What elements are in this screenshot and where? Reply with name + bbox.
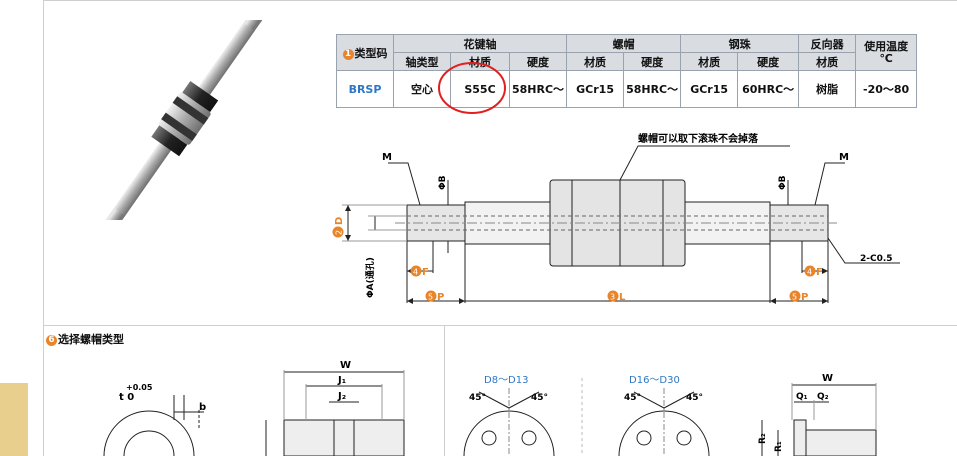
label-q1: Q₁ <box>796 392 808 402</box>
header-temp: 使用温度℃ <box>855 34 918 71</box>
label-q2: Q₂ <box>817 392 829 402</box>
label-m-left: M <box>382 152 392 163</box>
range-right: D16～D30 <box>629 375 680 386</box>
svg-text:4: 4 <box>413 268 418 277</box>
cell-nut-material: GCr15 <box>566 70 625 108</box>
sub-material: 材质 <box>798 52 857 71</box>
label-p-right: 5 P <box>789 290 808 303</box>
label-r1: R₁ <box>774 441 784 452</box>
svg-text:2: 2 <box>335 230 344 235</box>
sub-material: 材质 <box>680 52 739 71</box>
svg-text:P: P <box>437 292 444 303</box>
label-f-right: 4 F <box>804 265 823 278</box>
svg-text:F: F <box>422 267 429 278</box>
cell-ball-material: GCr15 <box>680 70 739 108</box>
label-phia: ΦA(通孔) <box>364 257 376 298</box>
label-phib-right: ΦB <box>778 175 788 190</box>
top-border <box>43 0 957 1</box>
cell-ball-hardness: 60HRC～ <box>737 70 800 108</box>
content-frame <box>43 0 957 456</box>
label-w2: W <box>822 373 833 384</box>
cell-reverser-material: 树脂 <box>798 70 857 108</box>
sub-shaft-type: 轴类型 <box>393 52 451 71</box>
cell-shaft-hardness: 58HRC～ <box>508 70 568 108</box>
label-m-right: M <box>839 152 849 163</box>
tol-base: t 0 <box>119 392 134 403</box>
sub-hardness: 硬度 <box>508 52 568 71</box>
label-f-left: 4 F <box>410 265 429 278</box>
header-nut: 螺帽 <box>566 34 682 53</box>
label-chamfer: 2-C0.5 <box>860 254 893 264</box>
svg-text:D: D <box>334 217 345 225</box>
svg-text:P: P <box>801 292 808 303</box>
angle-label: 45° <box>531 393 548 403</box>
number-badge: 6 <box>46 335 57 346</box>
header-reverser: 反向器 <box>798 34 857 53</box>
svg-text:L: L <box>619 292 626 303</box>
label-w: W <box>340 360 351 371</box>
sub-hardness: 硬度 <box>623 52 682 71</box>
drawing-note: 螺帽可以取下滚珠不会掉落 <box>638 132 759 145</box>
number-badge: 1 <box>342 48 354 60</box>
sub-hardness: 硬度 <box>737 52 800 71</box>
label-d: 2 D <box>332 217 345 238</box>
svg-text:F: F <box>816 267 823 278</box>
label-p-left: 5 P <box>425 290 444 303</box>
angle-label: 45° <box>624 393 641 403</box>
label-j2: J₂ <box>337 391 346 402</box>
nut-section-divider <box>444 325 445 456</box>
label-l: 3 L <box>607 290 626 303</box>
cell-shaft-type: 空心 <box>393 70 451 108</box>
side-tab[interactable] <box>0 383 28 456</box>
header-ball: 钢珠 <box>680 34 800 53</box>
label-phib-left: ΦB <box>438 175 448 190</box>
label-r2: R₂ <box>758 433 768 444</box>
svg-text:5: 5 <box>792 293 797 302</box>
product-photo <box>98 20 271 220</box>
svg-text:4: 4 <box>807 268 812 277</box>
svg-text:5: 5 <box>428 293 433 302</box>
angle-label: 45° <box>469 393 486 403</box>
label-b: b <box>199 402 206 413</box>
section-divider <box>43 325 957 326</box>
shaft-drawing: M M 螺帽可以取下滚珠不会掉落 ΦB ΦB 2 D ΦA(通孔) 4 F 4 … <box>332 132 900 304</box>
cell-temp: -20～80 <box>855 70 918 108</box>
cell-code[interactable]: BRSP <box>336 70 394 108</box>
label-j1: J₁ <box>337 375 346 386</box>
svg-text:3: 3 <box>610 293 615 302</box>
angle-label: 45° <box>686 393 703 403</box>
range-left: D8～D13 <box>484 375 529 386</box>
tol-upper: +0.05 <box>126 383 153 392</box>
sub-material: 材质 <box>566 52 625 71</box>
cell-nut-hardness: 58HRC～ <box>623 70 682 108</box>
highlight-ellipse <box>438 62 506 114</box>
nut-type-drawings: +0.05 t 0 b W J₁ J₂ D8～D13 D16～D30 45° 4… <box>103 360 877 456</box>
header-spline-shaft: 花键轴 <box>392 34 568 53</box>
